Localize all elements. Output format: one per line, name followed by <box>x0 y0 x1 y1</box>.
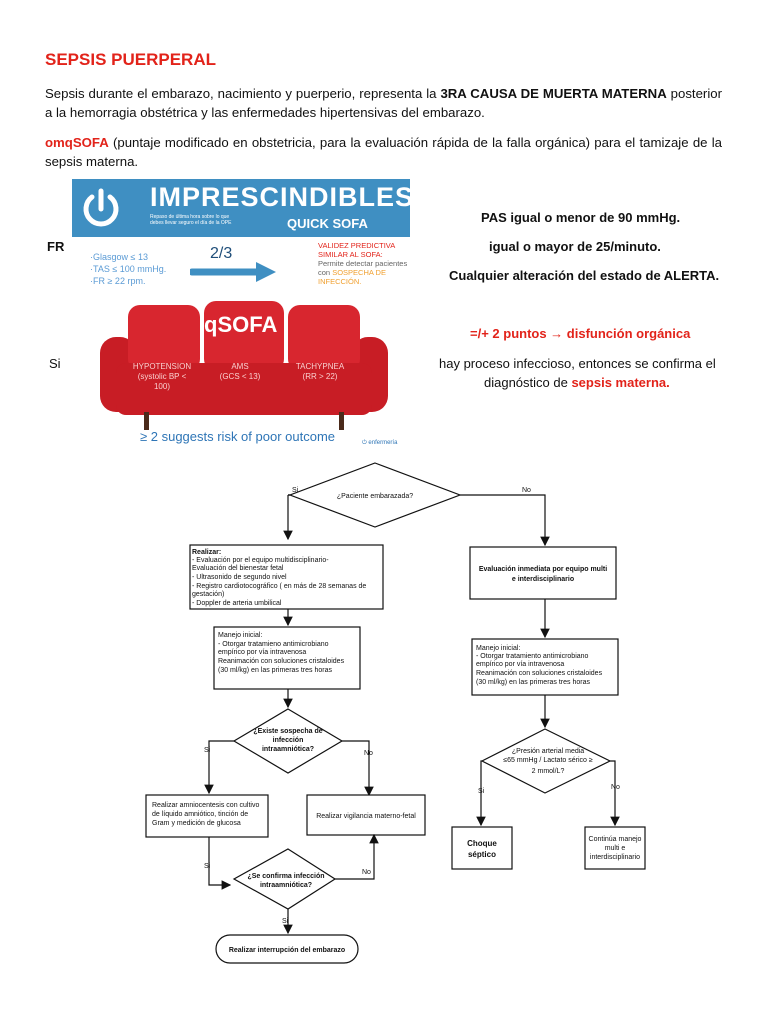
logo: ⏻ enfermería <box>362 440 397 447</box>
cell-hypotension: HYPOTENSION (systolic BP < 100) <box>122 362 202 392</box>
box-eval-inmediata <box>470 547 616 599</box>
manejo-left-line: - Otorgar tratamieno antimicrobiano <box>218 641 329 648</box>
realizar-item: - Registro cardiotocográfico ( en más de… <box>192 583 366 590</box>
choque-line: Choque <box>467 839 497 848</box>
realizar-item: gestación) <box>192 591 224 598</box>
diagnostico-text: diagnóstico de sepsis materna. <box>484 375 670 390</box>
label-si-4: Si <box>282 918 289 925</box>
label-no-1: No <box>522 487 531 494</box>
q1-text: ¿Paciente embarazada? <box>337 493 413 500</box>
alerta-text: Cualquier alteración del estado de ALERT… <box>449 268 719 283</box>
label-no-3: No <box>362 869 371 876</box>
qsofa-label: qSOFA <box>204 312 277 338</box>
vigilancia-text: Realizar vigilancia materno-fetal <box>316 813 416 820</box>
label-si-2: Si <box>204 747 211 754</box>
power-icon <box>80 187 122 229</box>
sepsis-flowchart: ¿Paciente embarazada? Si No Realizar: - … <box>130 455 650 975</box>
q2-line: intraamniótica? <box>262 746 314 753</box>
infeccion-text: hay proceso infeccioso, entonces se conf… <box>439 356 716 371</box>
banner-small: Repaso de última hora sobre lo que debes… <box>150 214 240 226</box>
continua-line: Continúa manejo <box>589 836 642 843</box>
pressure-line: 2 mmol/L? <box>532 768 565 775</box>
risk-note: ≥ 2 suggests risk of poor outcome <box>140 429 335 444</box>
q3-line: intraamniótica? <box>260 882 312 889</box>
manejo-left-line: Reanimación con soluciones cristaloides <box>218 658 345 665</box>
cell-tachypnea: TACHYPNEA (RR > 22) <box>280 362 360 382</box>
q3-line: ¿Se confirma infección <box>247 873 324 880</box>
fr-text: igual o mayor de 25/minuto. <box>489 239 661 254</box>
fr-label: FR <box>47 239 64 254</box>
q2-line: ¿Existe sospecha de <box>253 728 322 735</box>
choque-line: séptico <box>468 850 496 859</box>
label-si-3: Si <box>204 863 211 870</box>
cell-ams: AMS (GCS < 13) <box>200 362 280 382</box>
validity-text: VALIDEZ PREDICTIVA SIMILAR AL SOFA: Perm… <box>318 241 407 286</box>
realizar-item: - Doppler de arteria umbilical <box>192 600 282 607</box>
label-no-5: No <box>611 784 620 791</box>
label-si-5: Si <box>478 788 485 795</box>
manejo-right-line: (30 ml/kg) en las primeras tres horas <box>476 679 590 686</box>
qsofa-infographic: IMPRESCINDIBLES Repaso de última hora so… <box>72 179 410 454</box>
realizar-title: Realizar: <box>192 549 221 556</box>
manejo-right-line: Manejo inicial: <box>476 645 520 652</box>
pressure-line: ¿Presión arterial media <box>512 748 584 755</box>
pressure-line: ≤65 mmHg / Lactato sérico ≥ <box>503 757 593 764</box>
realizar-item: - Ultrasonido de segundo nivel <box>192 574 287 581</box>
interrupcion-text: Realizar interrupción del embarazo <box>229 947 345 954</box>
omqsofa-paragraph: omqSOFA (puntaje modificado en obstetric… <box>45 133 722 171</box>
continua-line: interdisciplinario <box>590 854 640 861</box>
puntos-text: =/+ 2 puntos → disfunción orgánica <box>470 326 690 341</box>
continua-line: multi e <box>605 845 626 852</box>
manejo-right-line: Reanimación con soluciones cristaloides <box>476 670 603 677</box>
manejo-left-line: empírico por vía intravenosa <box>218 649 306 656</box>
amnio-line: Gram y medición de glucosa <box>152 820 241 827</box>
realizar-item: - Evaluación por el equipo multidiscipli… <box>192 557 329 564</box>
q2-line: infección <box>273 737 304 744</box>
amnio-line: Realizar amniocentesis con cultivo <box>152 802 259 809</box>
eval-line: Evaluación inmediata por equipo multi <box>479 566 607 573</box>
manejo-right-line: empírico por vía intravenosa <box>476 661 564 668</box>
eval-line: e interdisciplinario <box>512 576 574 583</box>
amnio-line: de líquido amniótico, tinción de <box>152 811 248 818</box>
manejo-right-line: - Otorgar tratamiento antimicrobiano <box>476 653 589 660</box>
manejo-left-line: Manejo inicial: <box>218 632 262 639</box>
page-title: SEPSIS PUERPERAL <box>45 50 216 70</box>
banner: IMPRESCINDIBLES Repaso de última hora so… <box>72 179 410 237</box>
banner-title: IMPRESCINDIBLES <box>150 182 414 213</box>
banner-subtitle: QUICK SOFA <box>287 216 368 231</box>
label-si-1: Si <box>292 487 299 494</box>
intro-paragraph: Sepsis durante el embarazo, nacimiento y… <box>45 84 722 122</box>
label-no-2: No <box>364 750 373 757</box>
si-label: Si <box>49 356 61 371</box>
qsofa-criteria: ·Glasgow ≤ 13 ·TAS ≤ 100 mmHg. ·FR ≥ 22 … <box>90 251 166 287</box>
pas-text: PAS igual o menor de 90 mmHg. <box>481 210 680 225</box>
logo-icon: ⏻ <box>362 440 367 446</box>
manejo-left-line: (30 ml/kg) en las primeras tres horas <box>218 667 332 674</box>
arrow-icon <box>190 261 278 283</box>
realizar-item: Evaluación del bienestar fetal <box>192 565 284 572</box>
box-choque <box>452 827 512 869</box>
